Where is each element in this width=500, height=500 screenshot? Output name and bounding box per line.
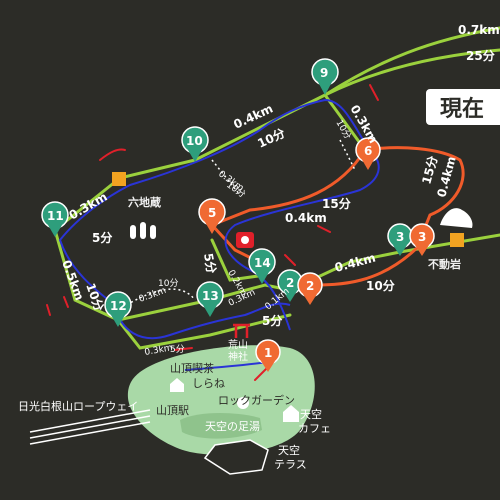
svg-text:12: 12 (110, 299, 127, 313)
label-10-11-dist: 0.3km (67, 190, 110, 223)
sky-cafe-house-icon (283, 405, 299, 422)
label-12-1-dist: 0.3km (144, 343, 174, 358)
marker-3-orange: 3 (409, 223, 435, 256)
label-2-3-time: 10分 (366, 278, 395, 293)
marker-10: 10 (181, 126, 209, 162)
ropeway-line (29, 409, 151, 445)
label-10-11-time: 5分 (92, 230, 112, 245)
svg-text:11: 11 (47, 209, 64, 223)
svg-text:1: 1 (264, 346, 272, 360)
marker-13: 13 (196, 281, 224, 317)
svg-text:10: 10 (186, 134, 203, 148)
svg-text:13: 13 (202, 289, 219, 303)
place-summit-cafe-2: しらね (192, 377, 225, 390)
label-13-2-time: 5分 (262, 313, 282, 328)
svg-text:6: 6 (364, 144, 372, 158)
location-banner-text: 現在 (440, 96, 484, 122)
summit-area (127, 345, 315, 455)
fudoiwa-icon (450, 233, 464, 247)
marker-6: 6 (355, 137, 381, 170)
label-top-dist: 0.7km (458, 23, 500, 37)
label-top-time: 25分 (466, 48, 495, 63)
svg-text:5: 5 (208, 206, 216, 220)
marker-2-teal: 2 (277, 269, 303, 302)
location-banner: 現在 (424, 87, 500, 127)
drawn-route (58, 98, 380, 371)
rokujizo-icon (112, 172, 126, 186)
camera-icon (236, 232, 254, 248)
svg-text:14: 14 (254, 256, 271, 270)
marker-5: 5 (198, 198, 226, 234)
place-arayama-2: 神社 (228, 350, 248, 363)
summit-inner-dark (180, 413, 262, 439)
place-sky-terrace-1: 天空 (278, 443, 300, 457)
label-6-3-time: 15分 (418, 154, 440, 186)
cafe-house-icon (170, 378, 184, 392)
marker-1: 1 (255, 339, 281, 372)
place-sky-footbath: 天空の足湯 (205, 419, 260, 433)
red-annotations (46, 84, 379, 381)
jizo-statues-icon (130, 222, 156, 239)
sky-terrace-shape (203, 439, 269, 475)
place-rock-garden: ロックガーデン (218, 393, 295, 407)
svg-text:9: 9 (320, 66, 328, 80)
label-5-6-time: 15分 (322, 196, 351, 211)
label-14-2-dist: 0.1km (264, 286, 292, 312)
place-summit-station: 山頂駅 (156, 404, 189, 417)
place-arayama-1: 荒山 (228, 339, 248, 351)
label-5-14-time: 5分 (201, 252, 219, 275)
svg-text:2: 2 (306, 279, 314, 293)
svg-text:3: 3 (396, 230, 404, 244)
place-sky-terrace-2: テラス (274, 458, 307, 471)
label-9-10-dist: 0.4km (231, 101, 275, 131)
place-summit-cafe-1: 山頂喫茶 (170, 362, 214, 375)
place-sky-cafe-1: 天空 (300, 407, 322, 421)
label-12-1-time: 5分 (170, 344, 185, 355)
place-ropeway: 日光白根山ロープウェイ (18, 399, 138, 413)
label-5-6-dist: 0.4km (285, 211, 327, 225)
label-12-13-time: 10分 (158, 278, 178, 289)
svg-text:2: 2 (286, 276, 294, 290)
marker-14: 14 (248, 248, 276, 284)
marker-11: 11 (41, 201, 69, 237)
fudoiwa-rock-icon (440, 208, 473, 228)
torii-icon (233, 323, 250, 338)
place-sky-cafe-2: カフェ (298, 422, 331, 435)
label-2-3-dist: 0.4km (333, 251, 377, 275)
marker-2-orange: 2 (297, 272, 323, 305)
place-fudoiwa: 不動岩 (428, 257, 461, 271)
place-rokujizo: 六地蔵 (128, 195, 161, 209)
marker-9: 9 (311, 58, 339, 95)
marker-12: 12 (104, 291, 132, 327)
footbath-icon (237, 397, 249, 409)
svg-text:3: 3 (418, 230, 426, 244)
label-11-12-dist: 0.5km (59, 258, 86, 302)
